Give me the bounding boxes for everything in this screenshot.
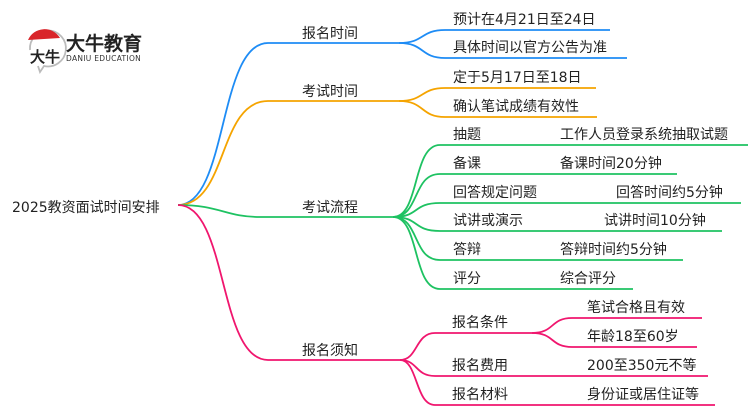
child-line (392, 202, 741, 218)
note-label: 报名费用 (452, 358, 508, 374)
child-line (392, 216, 722, 232)
step-label: 备课 (453, 155, 481, 172)
logo: 大牛 大牛教育 DANIU EDUCATION (28, 29, 142, 75)
note-value: 200至350元不等 (587, 357, 696, 374)
branch-label: 报名须知 (302, 342, 358, 359)
branch-line (177, 42, 399, 206)
child-line (392, 173, 677, 218)
sub-child-line (531, 317, 702, 334)
step-label: 试讲或演示 (453, 213, 523, 229)
child-line (399, 359, 715, 406)
logo-mark: 大牛 (30, 48, 60, 66)
note-label: 报名条件 (452, 314, 508, 331)
step-label: 答辩 (453, 241, 481, 258)
note-label: 报名材料 (452, 387, 508, 403)
branch-registration-notes: 报名须知 报名条件 笔试合格且有效 年龄18至60岁 报名费用 200至350元… (177, 204, 715, 406)
logo-name-en: DANIU EDUCATION (66, 54, 141, 63)
note-value: 笔试合格且有效 (587, 300, 685, 316)
leaf-label: 定于5月17日至18日 (453, 70, 582, 86)
branch-label: 考试时间 (302, 84, 358, 100)
step-value: 综合评分 (560, 271, 616, 287)
logo-name-cn: 大牛教育 (66, 32, 142, 55)
branch-exam-time: 考试时间 定于5月17日至18日 确认笔试成绩有效性 (177, 70, 597, 206)
leaf-label: 预计在4月21日至24日 (453, 12, 596, 28)
branch-registration-time: 报名时间 预计在4月21日至24日 具体时间以官方公告为准 (177, 12, 627, 206)
branch-line (177, 100, 399, 206)
branch-line (177, 204, 393, 218)
leaf-label: 具体时间以官方公告为准 (453, 40, 607, 56)
step-value: 回答时间约5分钟 (616, 184, 723, 201)
child-line (392, 216, 633, 290)
branch-line (177, 204, 400, 361)
child-line (398, 87, 596, 102)
child-line (398, 29, 610, 44)
child-line (398, 100, 597, 118)
step-value: 备课时间20分钟 (560, 155, 662, 172)
branch-label: 考试流程 (302, 200, 358, 216)
sub-child-line (531, 332, 697, 348)
note-value: 年龄18至60岁 (587, 329, 679, 345)
child-line (398, 42, 627, 59)
branch-exam-process: 考试流程 抽题 工作人员登录系统抽取试题 备课 备课时间20分钟 回答规定问题 … (177, 127, 748, 290)
step-value: 工作人员登录系统抽取试题 (560, 127, 728, 143)
step-value: 答辩时间约5分钟 (560, 241, 667, 258)
child-line (399, 332, 532, 361)
step-label: 抽题 (453, 127, 481, 143)
root-node: 2025教资面试时间安排 (12, 200, 160, 216)
step-label: 评分 (453, 271, 481, 287)
child-line (392, 144, 748, 218)
logo-red-cap (28, 29, 60, 40)
step-value: 试讲时间10分钟 (604, 212, 706, 229)
step-label: 回答规定问题 (453, 184, 537, 201)
leaf-label: 确认笔试成绩有效性 (453, 99, 579, 115)
note-value: 身份证或居住证等 (587, 386, 699, 403)
branch-label: 报名时间 (302, 26, 358, 42)
